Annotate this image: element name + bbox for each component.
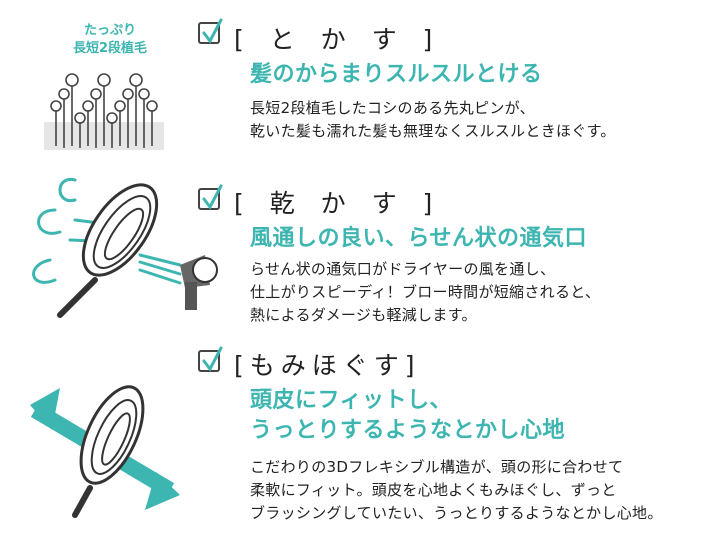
section-heading: [ 乾 か す ] [234,189,442,218]
bristles-icon [44,73,164,150]
section-body: こだわりの3Dフレキシブル構造が、頭の形に合わせて 柔軟にフィット。頭皮を心地よ… [250,458,663,522]
section-subtitle: 頭皮にフィットし、 うっとりするようなとかし心地 [250,388,566,443]
feature-massage: [もみほぐす] 頭皮にフィットし、 うっとりするようなとかし心地 こだわりの3D… [0,340,720,550]
feature-dry: [ 乾 か す ] 風通しの良い、らせん状の通気口 らせん状の通気口がドライヤー… [0,170,720,340]
flexible-brush-icon [30,385,180,518]
section-heading: [もみほぐす] [234,351,421,380]
badge-line-1: たっぷり [83,23,136,38]
check-icon [198,346,223,372]
section-body: らせん状の通気口がドライヤーの風を通し、 仕上がりスピーディ！ブロー時間が短縮さ… [250,260,601,324]
badge-line-2: 長短2段植毛 [72,41,148,56]
bristle-badge: たっぷり 長短2段植毛 [60,22,160,58]
feature-comb: たっぷり 長短2段植毛 [ と か す ] 髪のからまりスルスルとける 長短2段… [0,0,720,170]
section-subtitle: 風通しの良い、らせん状の通気口 [250,226,588,251]
section-heading: [ と か す ] [234,25,442,54]
brush-dryer-icon [32,178,218,318]
check-icon [198,184,223,210]
section-body: 長短2段植毛したコシのある先丸ピンが、 乾いた髪も濡れた髪も無理なくスルスルとき… [250,99,616,140]
section-subtitle: 髪のからまりスルスルとける [250,62,543,87]
check-icon [198,18,223,44]
